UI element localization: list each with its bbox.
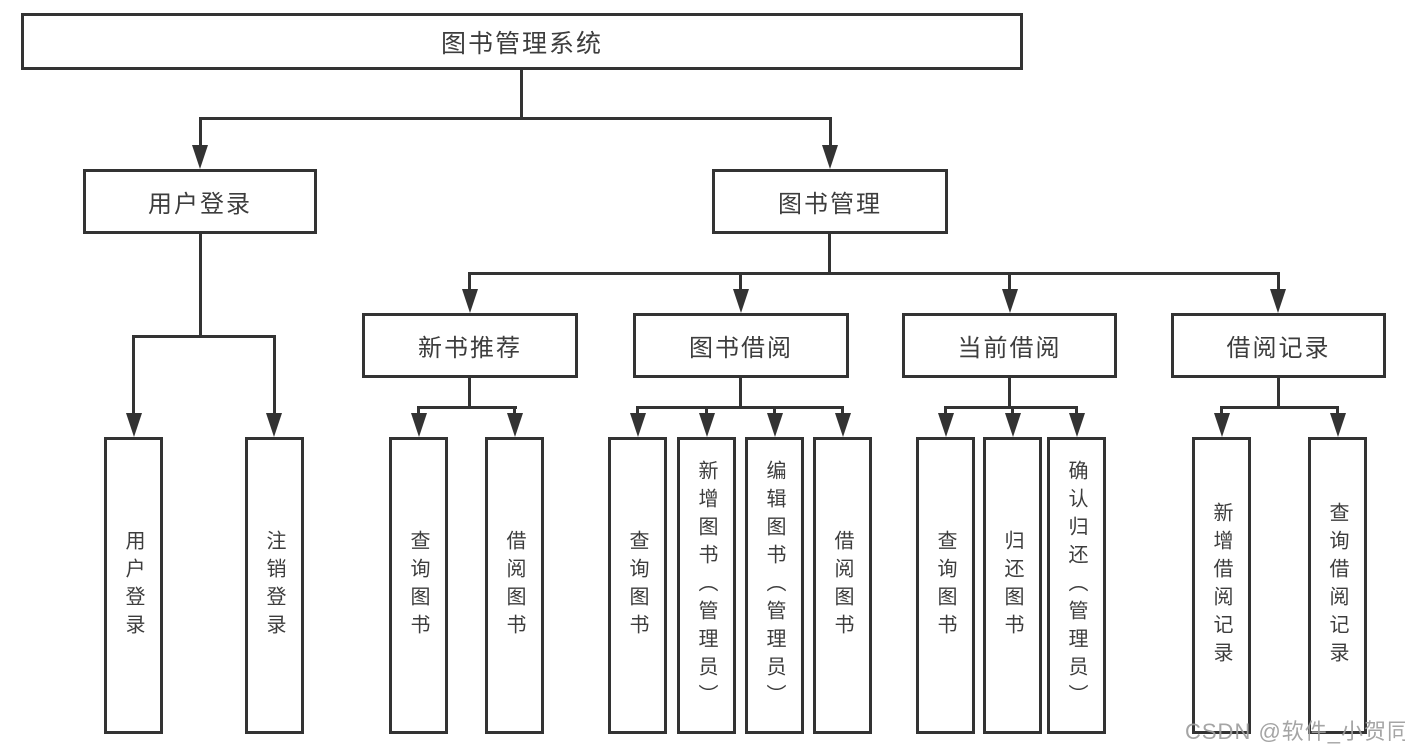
node-label: 图书借阅: [689, 335, 793, 362]
node-label: 用户登录: [122, 529, 144, 642]
leaf-add-borrow-record: 新增借阅记录: [1192, 437, 1251, 734]
connector-line: [199, 233, 202, 338]
connector-line: [520, 69, 523, 118]
node-label: 查询图书: [407, 529, 429, 642]
leaf-edit-books-admin: 编辑图书（管理员）: [745, 437, 804, 734]
node-label: 图书管理系统: [440, 29, 603, 58]
leaf-query-books-borrow: 查询图书: [608, 437, 667, 734]
leaf-query-books-current: 查询图书: [916, 437, 975, 734]
arrow-down-icon: [411, 413, 427, 437]
arrow-down-icon: [938, 413, 954, 437]
leaf-user-login: 用户登录: [104, 437, 163, 734]
csdn-watermark: CSDN @软件_小贺同学: [1185, 719, 1405, 744]
node-book-management: 图书管理: [712, 169, 948, 234]
leaf-return-books: 归还图书: [983, 437, 1042, 734]
arrow-down-icon: [1330, 413, 1346, 437]
connector-line: [829, 117, 832, 157]
node-label: 借阅记录: [1226, 335, 1331, 362]
node-label: 新书推荐: [418, 335, 522, 362]
arrow-down-icon: [767, 413, 783, 437]
arrow-down-icon: [1005, 413, 1021, 437]
node-label: 借阅图书: [503, 529, 525, 642]
leaf-borrow-books: 借阅图书: [813, 437, 872, 734]
node-label: 图书管理: [778, 191, 882, 218]
node-label: 确认归还（管理员）: [1065, 459, 1087, 712]
node-label: 用户登录: [148, 191, 252, 218]
connector-line: [1277, 377, 1280, 409]
node-label: 当前借阅: [957, 335, 1062, 362]
connector-line: [1220, 406, 1339, 409]
leaf-borrow-books-recommend: 借阅图书: [485, 437, 544, 734]
leaf-add-books-admin: 新增图书（管理员）: [677, 437, 736, 734]
node-label: 查询图书: [626, 529, 648, 642]
node-label: 查询借阅记录: [1326, 501, 1348, 670]
leaf-logout: 注销登录: [245, 437, 304, 734]
arrow-down-icon: [1002, 289, 1018, 313]
leaf-query-books-recommend: 查询图书: [389, 437, 448, 734]
connector-line: [739, 377, 742, 409]
connector-line: [199, 117, 202, 157]
arrow-down-icon: [192, 145, 208, 169]
node-library-management-system: 图书管理系统: [21, 13, 1023, 70]
connector-line: [468, 272, 471, 297]
arrow-down-icon: [1270, 289, 1286, 313]
arrow-down-icon: [266, 413, 282, 437]
connector-line: [132, 335, 135, 423]
connector-line: [1008, 272, 1011, 297]
leaf-query-borrow-record: 查询借阅记录: [1308, 437, 1367, 734]
node-new-book-recommendation: 新书推荐: [362, 313, 578, 378]
node-book-borrowing: 图书借阅: [633, 313, 849, 378]
connector-line: [469, 272, 1280, 275]
arrow-down-icon: [822, 145, 838, 169]
arrow-down-icon: [1214, 413, 1230, 437]
arrow-down-icon: [733, 289, 749, 313]
arrow-down-icon: [630, 413, 646, 437]
node-label: 新增图书（管理员）: [695, 459, 717, 712]
node-label: 编辑图书（管理员）: [763, 459, 785, 712]
connector-line: [636, 406, 844, 409]
connector-line: [132, 335, 276, 338]
connector-line: [1008, 377, 1011, 409]
node-current-borrowing: 当前借阅: [902, 313, 1117, 378]
connector-line: [468, 377, 471, 409]
node-label: 借阅图书: [831, 529, 853, 642]
node-label: 查询图书: [934, 529, 956, 642]
node-label: 注销登录: [263, 529, 285, 642]
connector-line: [828, 233, 831, 275]
connector-line: [199, 117, 832, 120]
leaf-confirm-return-admin: 确认归还（管理员）: [1047, 437, 1106, 734]
connector-line: [273, 335, 276, 423]
node-label: 新增借阅记录: [1210, 501, 1232, 670]
arrow-down-icon: [462, 289, 478, 313]
arrow-down-icon: [507, 413, 523, 437]
node-borrowing-records: 借阅记录: [1171, 313, 1386, 378]
arrow-down-icon: [835, 413, 851, 437]
node-user-login: 用户登录: [83, 169, 317, 234]
node-label: 归还图书: [1001, 529, 1023, 642]
connector-line: [739, 272, 742, 297]
connector-line: [417, 406, 517, 409]
arrow-down-icon: [1069, 413, 1085, 437]
connector-line: [1277, 272, 1280, 297]
arrow-down-icon: [126, 413, 142, 437]
arrow-down-icon: [699, 413, 715, 437]
